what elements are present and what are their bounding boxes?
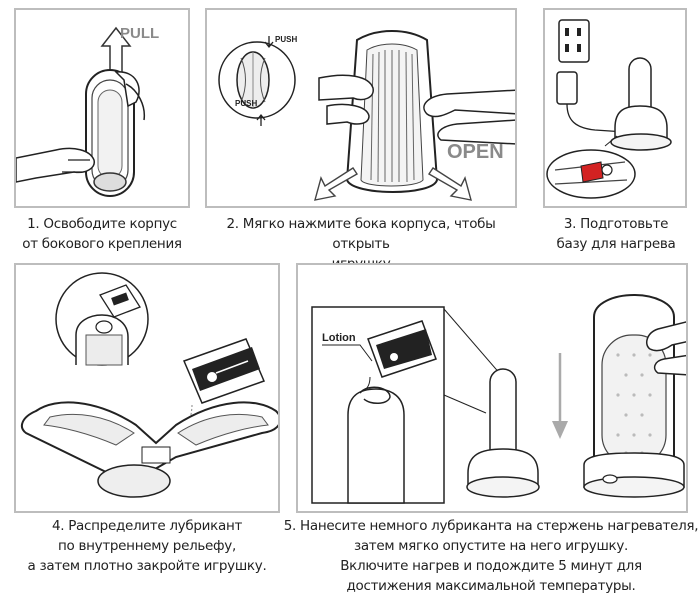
caption-line: 1. Освободите корпус	[27, 216, 177, 232]
open-label: OPEN	[447, 141, 504, 163]
caption-line: от бокового крепления	[22, 236, 182, 252]
step-3-panel	[543, 8, 687, 208]
step-4-caption-text: 4. Распределите лубрикант по внутреннему…	[4, 516, 290, 576]
wall-outlet-icon	[558, 19, 590, 63]
caption-line: 5. Нанесите немного лубриканта на стерже…	[283, 518, 699, 534]
step-5-illustration: Lotion	[311, 293, 686, 504]
open-right-arrow-icon	[428, 167, 472, 201]
step-4-illustration	[20, 272, 278, 498]
step-5-caption-text: 5. Нанесите немного лубриканта на стерже…	[282, 516, 700, 596]
push-bottom-label: PUSH	[235, 99, 257, 108]
heater-rod	[347, 388, 405, 504]
caption-line: 2. Мягко нажмите бока корпуса, чтобы отк…	[226, 216, 496, 252]
push-top-label: PUSH	[275, 35, 297, 44]
caption-line: 4. Распределите лубрикант	[51, 518, 243, 534]
step-1-illustration: PULL	[16, 25, 159, 197]
step-4-panel	[14, 263, 280, 513]
caption-line: достижения максимальной температуры.	[346, 578, 636, 594]
step-1-panel: PULL	[14, 8, 190, 208]
caption-line: по внутреннему рельефу,	[57, 538, 236, 554]
caption-line: 3. Подготовьте	[563, 216, 669, 232]
step-2-illustration: PUSH PUSH OPEN	[218, 30, 515, 201]
step-3-illustration	[546, 19, 672, 199]
step-3-caption-text: 3. Подготовьте базу для нагрева	[538, 214, 694, 254]
caption-line: а затем плотно закройте игрушку.	[27, 558, 267, 574]
power-adapter-icon	[556, 71, 578, 105]
step-5-panel: Lotion	[296, 263, 688, 513]
open-left-arrow-icon	[314, 167, 358, 201]
lotion-label: Lotion	[322, 332, 356, 344]
caption-line: Включите нагрев и подождите 5 минут для	[340, 558, 642, 574]
red-connector-icon	[580, 161, 604, 183]
step-2-panel: PUSH PUSH OPEN	[205, 8, 517, 208]
caption-line: затем мягко опустите на него игрушку.	[353, 538, 629, 554]
push-down-arrow-icon	[264, 36, 274, 49]
caption-line: базу для нагрева	[556, 236, 676, 252]
step-1-caption-text: 1. Освободите корпус от бокового креплен…	[4, 214, 200, 254]
pull-label: PULL	[120, 25, 159, 42]
push-up-arrow-icon	[256, 113, 266, 126]
down-arrow-icon	[552, 421, 568, 439]
